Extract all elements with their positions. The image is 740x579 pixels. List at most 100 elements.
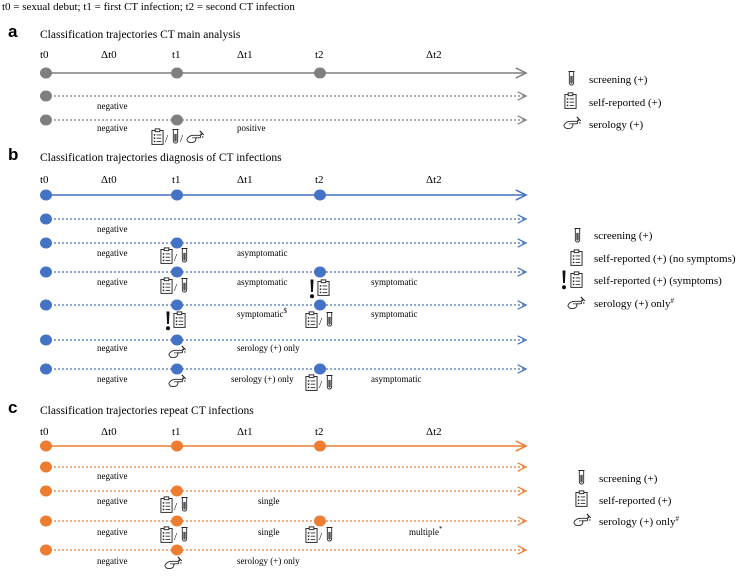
node-t0 — [40, 90, 52, 102]
row-label: negative — [97, 527, 128, 537]
legend-b: screening (+) self-reported (+) (no symp… — [562, 228, 736, 310]
panel-a-label: a — [8, 22, 18, 41]
panel-b-title: Classification trajectories diagnosis of… — [40, 152, 282, 164]
tick-dt1: Δt1 — [237, 426, 253, 438]
tick-t2: t2 — [315, 426, 324, 438]
panel-b: b Classification trajectories diagnosis … — [8, 145, 736, 391]
legend-label: serology (+) — [589, 119, 643, 131]
node-t0 — [40, 334, 52, 346]
panel-c-label: c — [8, 398, 17, 417]
symptoms-icon — [166, 311, 170, 331]
tick-t0: t0 — [40, 174, 49, 186]
row-label: negative — [97, 224, 128, 234]
screening-icon — [172, 129, 179, 144]
row-label: symptomatic$ — [237, 307, 288, 319]
legend-label-sup: # — [675, 515, 679, 523]
node-t2 — [314, 363, 326, 375]
node-t0 — [40, 544, 52, 556]
row-label: negative — [97, 374, 128, 384]
self-reported-icon — [160, 247, 173, 264]
legend-label: screening (+) — [589, 74, 648, 86]
row-label: multiple* — [409, 525, 443, 537]
screening-icon — [326, 375, 333, 390]
node-t2 — [314, 515, 326, 527]
screening-icon — [326, 312, 333, 327]
row-label: negative — [97, 471, 128, 481]
tick-dt0: Δt0 — [101, 174, 117, 186]
tick-dt0: Δt0 — [101, 49, 117, 61]
screening-icon — [568, 71, 575, 86]
figure-header: t0 = sexual debut; t1 = first CT infecti… — [2, 1, 295, 13]
node-t1 — [171, 334, 183, 346]
slash-separator: / — [174, 501, 178, 513]
row-label: negative — [97, 343, 128, 353]
self-reported-icon — [305, 374, 318, 391]
screening-icon — [181, 497, 188, 512]
tick-t1: t1 — [172, 174, 181, 186]
legend-label-main: serology (+) only — [594, 298, 671, 310]
tick-t1: t1 — [172, 49, 181, 61]
node-t2 — [314, 299, 326, 311]
row-label: asymptomatic — [371, 374, 422, 384]
node-t1 — [171, 266, 183, 278]
tick-dt1: Δt1 — [237, 174, 253, 186]
row-label-sup: $ — [284, 307, 288, 315]
row-label: negative — [97, 248, 128, 258]
slash-separator: / — [319, 379, 323, 391]
node-t0 — [40, 363, 52, 375]
self-reported-icon — [564, 92, 577, 109]
row-label-main: symptomatic — [237, 309, 284, 319]
node-t1 — [171, 515, 183, 527]
node-t0 — [40, 299, 52, 311]
node-t1 — [171, 299, 183, 311]
self-reported-icon — [570, 249, 583, 266]
screening-icon — [574, 228, 581, 243]
tick-t2: t2 — [315, 49, 324, 61]
node-t1 — [171, 485, 183, 497]
row-label: symptomatic — [371, 277, 418, 287]
slash-separator: / — [319, 531, 323, 543]
tick-t2: t2 — [315, 174, 324, 186]
row-label-sup: * — [439, 525, 443, 533]
panel-a-title: Classification trajectories CT main anal… — [40, 29, 241, 41]
row-label: negative — [97, 496, 128, 506]
node-t1 — [171, 544, 183, 556]
serology-icon — [567, 296, 586, 310]
serology-icon — [164, 556, 183, 570]
node-t0 — [40, 485, 52, 497]
symptoms-icon — [310, 279, 314, 299]
panel-b-label: b — [8, 145, 18, 164]
legend-label: self-reported (+) (no symptoms) — [594, 253, 736, 265]
row-label: single — [258, 527, 280, 537]
serology-icon — [168, 374, 187, 388]
row-label: asymptomatic — [237, 277, 288, 287]
row-label: negative — [97, 123, 128, 133]
legend-label: self-reported (+) — [589, 97, 662, 109]
tick-t0: t0 — [40, 426, 49, 438]
legend-label: self-reported (+) — [599, 495, 672, 507]
self-reported-icon — [575, 490, 588, 507]
screening-icon — [578, 470, 585, 485]
self-reported-icon — [305, 526, 318, 543]
row-label: negative — [97, 556, 128, 566]
tick-dt0: Δt0 — [101, 426, 117, 438]
node-t0 — [40, 461, 52, 473]
self-reported-icon — [160, 526, 173, 543]
serology-icon — [186, 130, 205, 144]
tick-t0: t0 — [40, 49, 49, 61]
node-t0 — [40, 440, 52, 452]
tick-dt1: Δt1 — [237, 49, 253, 61]
legend-c: screening (+) self-reported (+) serology… — [573, 470, 679, 528]
self-reported-icon — [160, 277, 173, 294]
tick-dt2: Δt2 — [426, 49, 442, 61]
serology-icon — [563, 116, 582, 130]
tick-dt2: Δt2 — [426, 174, 442, 186]
row-label-main: multiple — [409, 527, 439, 537]
node-t0 — [40, 266, 52, 278]
panel-c-title: Classification trajectories repeat CT in… — [40, 405, 254, 417]
panel-c: c Classification trajectories repeat CT … — [8, 398, 679, 570]
symptoms-icon — [562, 270, 566, 290]
node-t2 — [314, 440, 326, 452]
slash-separator: / — [165, 133, 169, 145]
row-label: negative — [97, 277, 128, 287]
